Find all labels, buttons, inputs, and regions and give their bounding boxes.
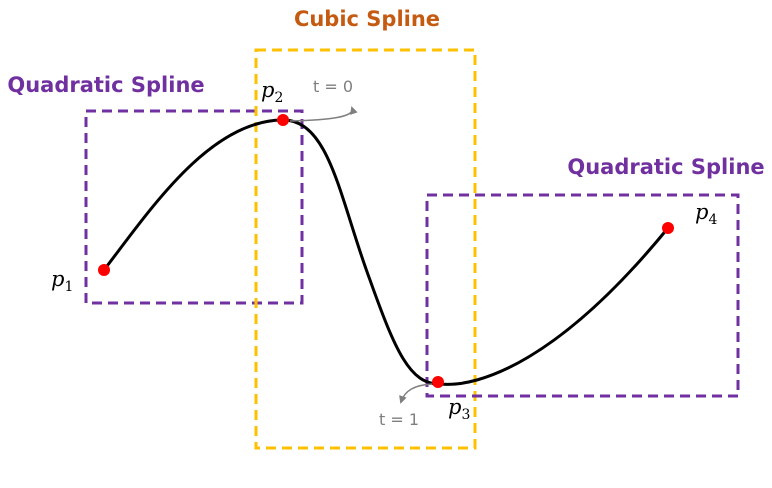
- quadratic-spline-title-left: Quadratic Spline: [7, 73, 204, 97]
- t-end-label: t = 1: [379, 410, 419, 429]
- spline-curve: [102, 118, 670, 386]
- t-end-arrow: [399, 383, 433, 404]
- quadratic-box-left: [84, 109, 304, 305]
- t-start-label: t = 0: [313, 77, 353, 96]
- t-start-arrow: [289, 106, 358, 122]
- point-p2: [277, 114, 289, 126]
- label-p4: p4: [695, 200, 717, 228]
- label-p3: p3: [448, 395, 470, 423]
- cubic-spline-title: Cubic Spline: [294, 7, 440, 31]
- quadratic-spline-title-right: Quadratic Spline: [567, 155, 764, 179]
- label-p1: p1: [51, 267, 73, 295]
- cubic-box: [254, 48, 477, 450]
- point-p1: [98, 264, 110, 276]
- point-p3: [432, 376, 444, 388]
- point-p4: [662, 222, 674, 234]
- label-p2: p2: [261, 78, 283, 106]
